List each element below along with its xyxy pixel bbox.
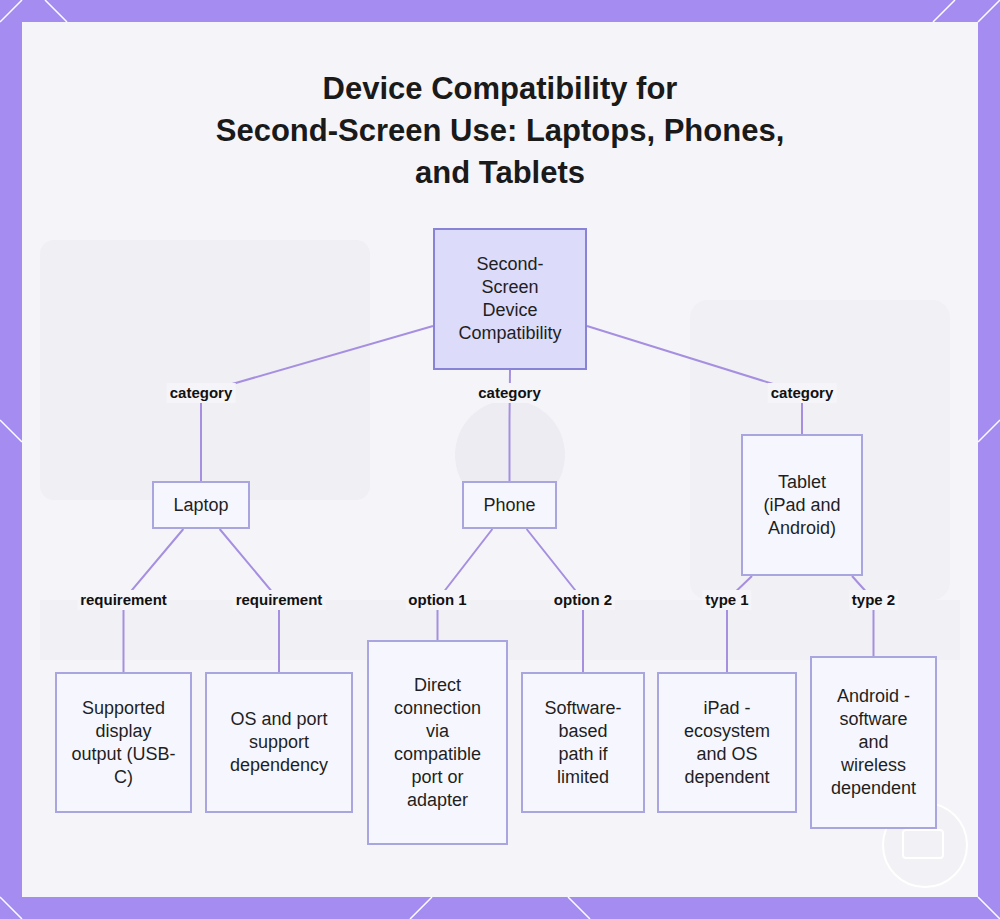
- edge-label: option 1: [405, 590, 469, 610]
- edge-label: type 2: [849, 590, 898, 610]
- title-word: Laptops,: [526, 113, 655, 148]
- root-box: Second-Screen Device Compatibility: [433, 228, 587, 370]
- edge-label: category: [475, 383, 544, 403]
- corner-line: [0, 897, 22, 919]
- badge-icon: [903, 830, 943, 858]
- category-box: Phone: [462, 481, 557, 529]
- corner-line: [0, 0, 22, 22]
- title-word: and: [415, 155, 470, 190]
- category-box: Direct connection via compatible port or…: [367, 640, 508, 845]
- edge-label: requirement: [233, 590, 326, 610]
- connector: [587, 326, 802, 434]
- connector: [201, 326, 433, 481]
- category-box: Laptop: [152, 481, 250, 529]
- edge-label: category: [167, 383, 236, 403]
- category-box: OS and port support dependency: [205, 672, 353, 813]
- node-text: OS and port support dependency: [221, 708, 337, 777]
- category-box: Supported display output (USB-C): [55, 672, 192, 813]
- corner-line: [410, 897, 432, 919]
- node-text: Android - software and wireless dependen…: [831, 685, 916, 800]
- corner-line: [933, 0, 955, 22]
- corner-line: [568, 897, 590, 919]
- category-box: Android - software and wireless dependen…: [810, 656, 937, 829]
- category-box: iPad - ecosystem and OS dependent: [657, 672, 797, 813]
- faint-laptop: [40, 240, 370, 500]
- faint-tablet: [690, 300, 950, 600]
- title-word: for: [636, 71, 677, 106]
- corner-line: [978, 0, 1000, 22]
- node-text: Phone: [483, 494, 535, 517]
- node-text: Laptop: [173, 494, 228, 517]
- edge-label: category: [768, 383, 837, 403]
- title-word: Second-Screen: [216, 113, 442, 148]
- node-text: Second-Screen Device Compatibility: [453, 253, 567, 345]
- connector: [852, 576, 873, 656]
- diagram-title: Device Compatibility for Second-Screen U…: [211, 68, 789, 194]
- title-word: Phones,: [664, 113, 785, 148]
- category-box: Tablet (iPad and Android): [741, 434, 863, 576]
- edge-label: option 2: [551, 590, 615, 610]
- edge-label: type 1: [702, 590, 751, 610]
- corner-line: [45, 0, 67, 22]
- title-word: Use:: [450, 113, 517, 148]
- corner-line: [0, 420, 22, 442]
- corner-line: [978, 420, 1000, 442]
- node-text: iPad - ecosystem and OS dependent: [677, 697, 777, 789]
- node-text: Tablet (iPad and Android): [759, 471, 845, 540]
- title-word: Device: [323, 71, 423, 106]
- corner-line: [978, 897, 1000, 919]
- node-text: Direct connection via compatible port or…: [391, 674, 484, 812]
- connector: [438, 529, 493, 640]
- edge-label: requirement: [77, 590, 170, 610]
- node-text: Supported display output (USB-C): [71, 697, 176, 789]
- category-box: Software-based path if limited: [521, 672, 645, 813]
- title-word: Tablets: [479, 155, 585, 190]
- title-word: Compatibility: [431, 71, 627, 106]
- node-text: Software-based path if limited: [543, 697, 623, 789]
